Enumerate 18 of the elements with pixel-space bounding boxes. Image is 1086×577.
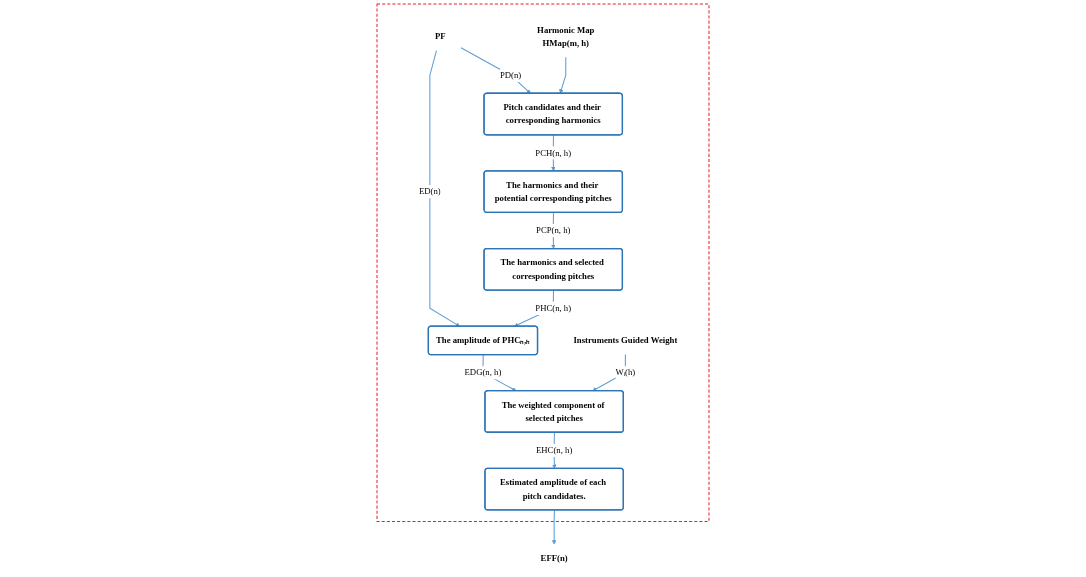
- node-text: Harmonic Map HMap(m, h): [537, 24, 595, 48]
- edge-label: PCP(n, h): [536, 225, 571, 236]
- edge-label: EDG(n, h): [464, 367, 502, 378]
- arrow: [592, 354, 626, 392]
- node-text: PF: [434, 31, 446, 42]
- arrow: [460, 47, 531, 94]
- edge-label: PD(n): [499, 70, 522, 80]
- edge-label: EHC(n, h): [536, 445, 573, 456]
- arrow: [559, 56, 567, 94]
- edge-label: Wᵢ(h): [615, 367, 636, 378]
- arrow: [429, 50, 460, 327]
- cluster: [376, 3, 710, 522]
- edge-label: ED(n): [418, 186, 441, 197]
- edge-label: PHC(n, h): [535, 303, 572, 313]
- node-text: EFF(n): [540, 553, 568, 564]
- arrow: [551, 509, 557, 545]
- node-text: Instruments Guided Weight: [573, 335, 678, 346]
- edge-label: PCH(n, h): [535, 147, 572, 158]
